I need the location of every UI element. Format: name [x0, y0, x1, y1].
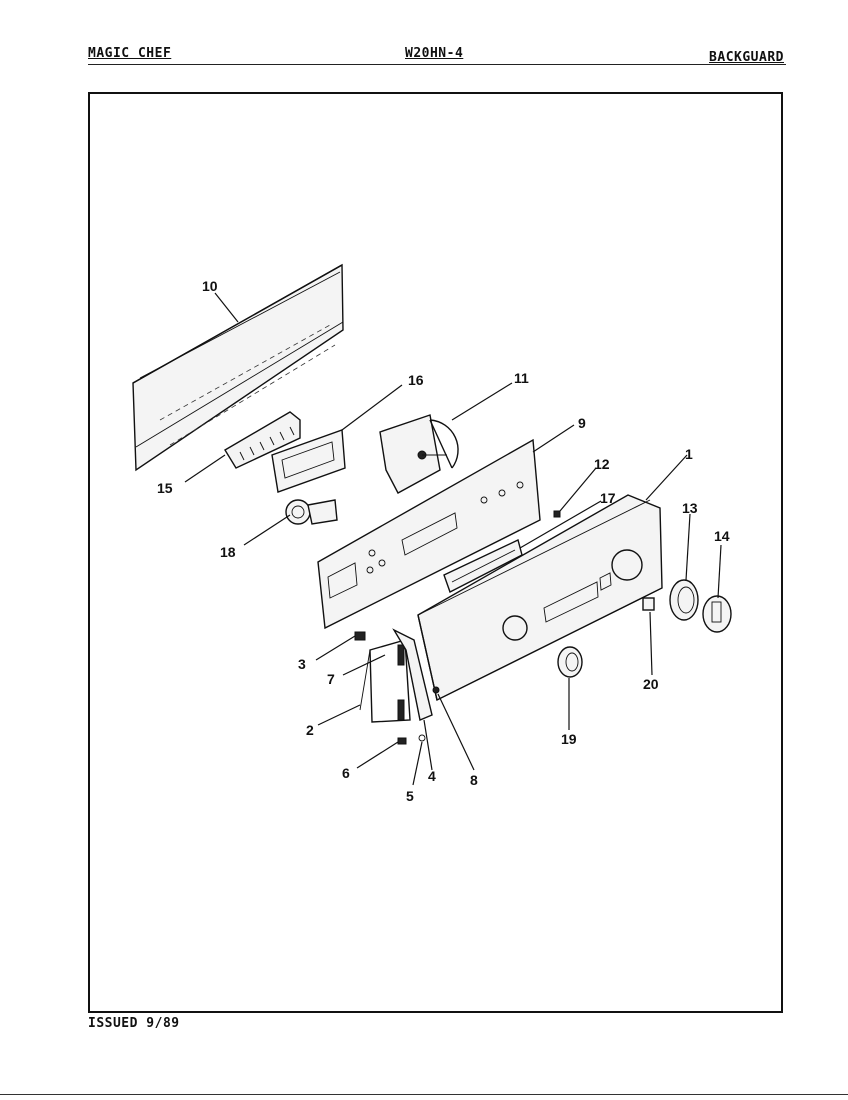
part-20-button	[642, 597, 655, 611]
part-4-strap	[392, 628, 433, 721]
callout-9: 9	[578, 415, 586, 431]
header-rule	[88, 64, 786, 65]
part-16-bracket	[271, 429, 346, 493]
callout-11: 11	[514, 370, 529, 386]
part-10-rear-panel	[132, 263, 344, 472]
part-9-control-panel	[317, 438, 541, 630]
page-bottom-rule	[0, 1094, 848, 1095]
callout-14: 14	[714, 528, 730, 544]
part-6-clip	[397, 737, 407, 745]
part-2-bracket-assembly	[359, 639, 411, 723]
issued-date: ISSUED 9/89	[88, 1016, 180, 1031]
callout-leaders	[184, 292, 722, 786]
part-19-knob	[557, 646, 583, 678]
part-1-backguard	[417, 494, 663, 702]
callout-4: 4	[428, 768, 436, 784]
part-12-clip	[553, 510, 561, 518]
callout-1: 1	[685, 446, 693, 462]
part-15-terminal-block	[224, 411, 301, 469]
callout-7: 7	[327, 671, 335, 687]
callout-20: 20	[643, 676, 659, 692]
part-13-knob-skirt	[669, 579, 699, 621]
callout-18: 18	[220, 544, 236, 560]
callout-3: 3	[298, 656, 306, 672]
part-18-selector-switch	[285, 499, 338, 525]
part-8-screw	[432, 686, 440, 694]
callout-17: 17	[600, 490, 616, 506]
model-number: W20HN-4	[405, 46, 464, 61]
diagram-frame	[88, 92, 783, 1013]
part-11-timer	[379, 414, 459, 494]
callout-13: 13	[682, 500, 698, 516]
callout-16: 16	[408, 372, 424, 388]
callout-19: 19	[561, 731, 577, 747]
callout-6: 6	[342, 765, 350, 781]
callout-8: 8	[470, 772, 478, 788]
callout-2: 2	[306, 722, 314, 738]
callout-15: 15	[157, 480, 173, 496]
section-title: BACKGUARD	[709, 50, 784, 65]
callout-5: 5	[406, 788, 414, 804]
part-3-clip	[354, 631, 366, 641]
callout-labels: 1 2 3 4 5 6 7 8 9 10 11 12 13 14 15 16 1…	[157, 278, 730, 804]
callout-12: 12	[594, 456, 610, 472]
callout-10: 10	[202, 278, 218, 294]
part-14-knob	[702, 595, 732, 633]
part-5-screw	[418, 734, 426, 742]
brand-label: MAGIC CHEF	[88, 46, 172, 61]
